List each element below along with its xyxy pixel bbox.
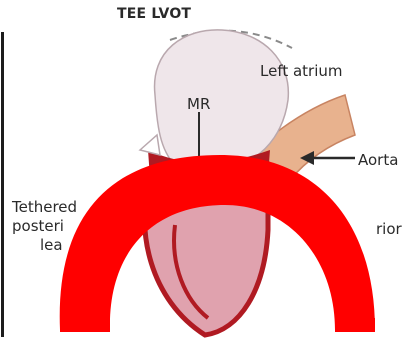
tethered-posterior-leaflet-label: Tethered posteri lea <box>12 198 77 255</box>
tethered-label-line-1: Tethered <box>12 198 77 217</box>
anterior-leaflet-label-fragment: rior <box>376 220 402 238</box>
aorta-label: Aorta <box>358 151 398 169</box>
tethered-label-line-2: posteri <box>12 217 77 236</box>
left-atrium-label: Left atrium <box>260 62 343 80</box>
tethered-label-line-3: lea <box>12 236 77 255</box>
atrium-notch <box>140 135 160 155</box>
red-overlay-base-left <box>60 318 110 332</box>
red-overlay-base-right <box>335 318 375 332</box>
left-atrium-shape <box>155 30 289 165</box>
mr-label: MR <box>187 95 210 113</box>
diagram-title: TEE LVOT <box>117 5 191 23</box>
